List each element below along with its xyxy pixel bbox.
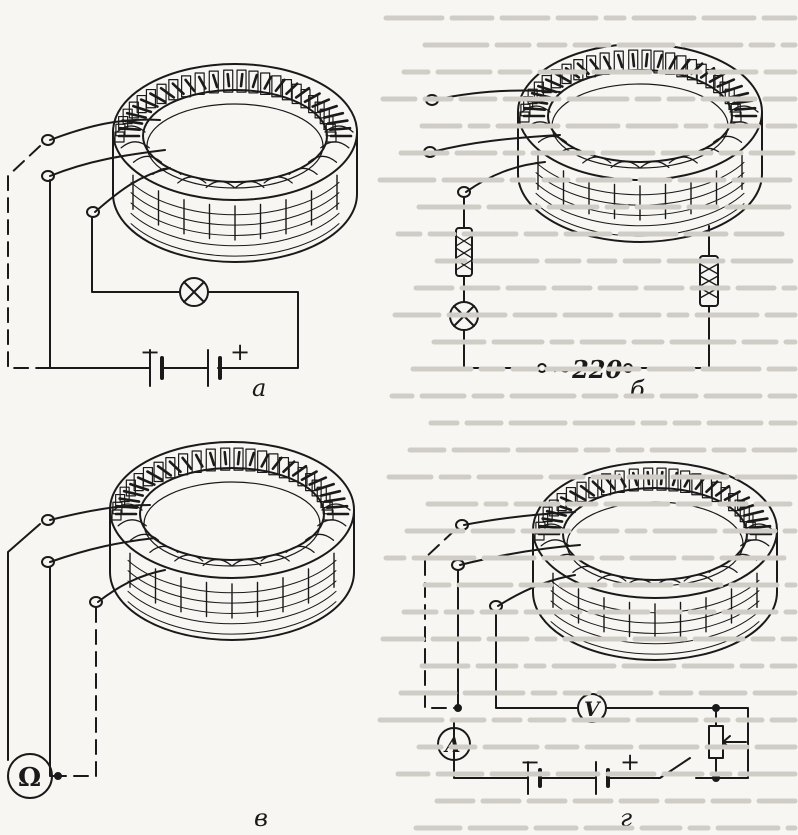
panel-c: Ω в (7, 441, 355, 832)
battery-minus-d: − (520, 748, 540, 776)
lamp-a (179, 277, 209, 307)
leads-a (41, 118, 171, 218)
stator-a (112, 63, 358, 263)
panel-a: − + а (7, 63, 358, 402)
battery-minus-a: − (140, 338, 160, 366)
voltmeter-symbol: V (584, 697, 602, 721)
ohmmeter-symbol: Ω (18, 763, 41, 793)
panel-c-label: в (254, 804, 268, 831)
ohmmeter-c (7, 753, 53, 799)
junction-d2 (712, 704, 720, 712)
stator-c (109, 441, 355, 641)
panel-a-label: а (252, 374, 266, 402)
battery-plus-d: + (620, 748, 640, 776)
battery-plus-a: + (230, 338, 250, 366)
wiring-a (7, 145, 299, 369)
panel-d-label: г (620, 804, 632, 831)
battery-a (149, 349, 227, 387)
ammeter-d (437, 727, 471, 761)
junction-c (54, 772, 62, 780)
junction-d1 (454, 704, 462, 712)
